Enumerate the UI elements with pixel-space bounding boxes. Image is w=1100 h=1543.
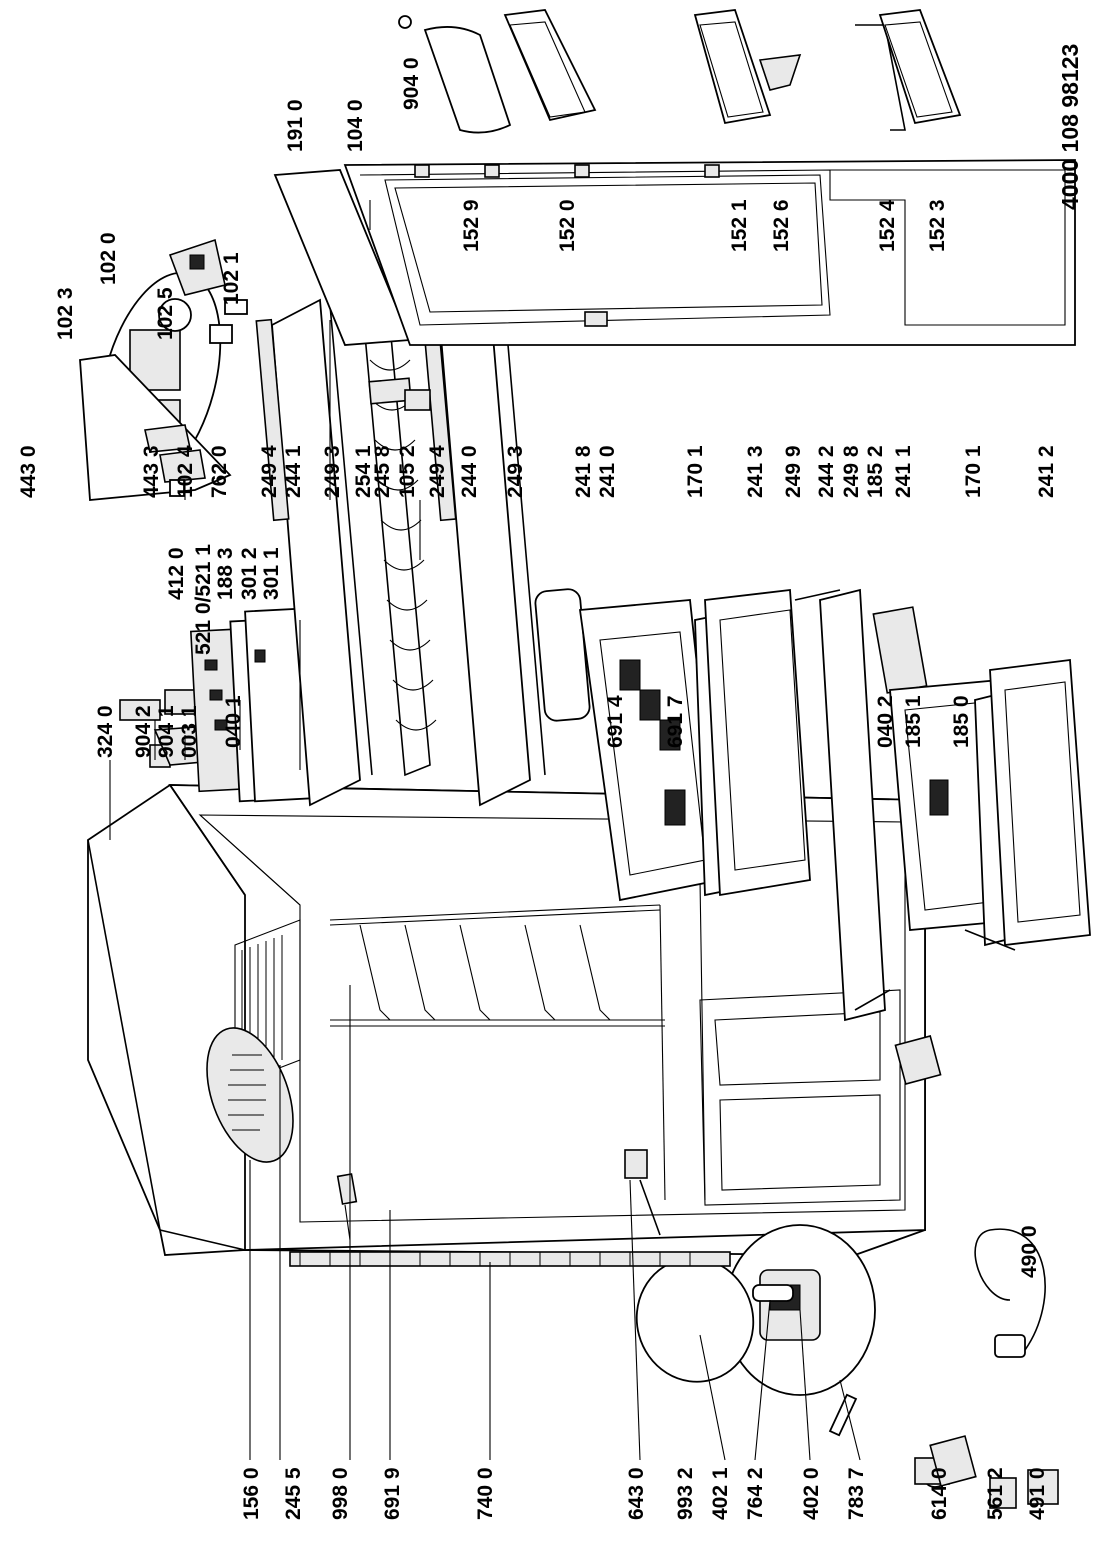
label-691-4: 691 4: [604, 695, 627, 748]
label-156-0: 156 0: [240, 1467, 263, 1520]
label-241-0: 241 0: [596, 445, 619, 498]
label-102-0: 102 0: [97, 232, 120, 285]
label-762-0: 762 0: [208, 445, 231, 498]
label-102-4: 102 4: [174, 445, 197, 498]
label-152-6: 152 6: [770, 199, 793, 252]
label-249-8: 249 8: [840, 445, 863, 498]
label-402-1: 402 1: [709, 1467, 732, 1520]
label-490-0: 490 0: [1018, 1225, 1041, 1278]
label-998-0: 998 0: [329, 1467, 352, 1520]
door-drawing: [79, 9, 1076, 501]
label-783-7: 783 7: [845, 1467, 868, 1520]
label-244-1: 244 1: [282, 445, 305, 498]
label-191-0: 191 0: [284, 99, 307, 152]
label-324-0: 324 0: [94, 705, 117, 758]
label-993-2: 993 2: [674, 1467, 697, 1520]
label-040-1: 040 1: [222, 695, 245, 748]
label-402-0: 402 0: [800, 1467, 823, 1520]
label-249-9: 249 9: [782, 445, 805, 498]
label-643-0: 643 0: [625, 1467, 648, 1520]
label-040-2: 040 2: [874, 695, 897, 748]
label-241-8: 241 8: [572, 445, 595, 498]
label-152-9: 152 9: [460, 199, 483, 252]
label-249-4-lower: 249 4: [426, 445, 449, 498]
label-443-3: 443 3: [140, 445, 163, 498]
label-241-2: 241 2: [1035, 445, 1058, 498]
label-904-0: 904 0: [400, 57, 423, 110]
label-185-2: 185 2: [864, 445, 887, 498]
label-691-7: 691 7: [664, 695, 687, 748]
label-249-3-lower: 249 3: [504, 445, 527, 498]
label-152-4: 152 4: [876, 199, 899, 252]
label-254-1: 254 1: [352, 445, 375, 498]
label-491-0: 491 0: [1026, 1467, 1049, 1520]
label-691-9: 691 9: [381, 1467, 404, 1520]
label-241-1: 241 1: [892, 445, 915, 498]
label-185-1: 185 1: [902, 695, 925, 748]
label-249-3-upper: 249 3: [321, 445, 344, 498]
label-904-2: 904 2: [132, 705, 155, 758]
label-301-2: 301 2: [238, 547, 261, 600]
label-170-1-upper: 170 1: [684, 445, 707, 498]
label-561-2: 561 2: [984, 1467, 1007, 1520]
leader-lines: [109, 200, 861, 1461]
label-241-3: 241 3: [744, 445, 767, 498]
label-244-2: 244 2: [815, 445, 838, 498]
label-102-5: 102 5: [154, 287, 177, 340]
label-152-3: 152 3: [926, 199, 949, 252]
label-740-0: 740 0: [474, 1467, 497, 1520]
label-904-1: 904 1: [155, 705, 178, 758]
drawing-number: 4000 108 98123: [1057, 44, 1083, 210]
label-152-0: 152 0: [556, 199, 579, 252]
label-412-0: 412 0: [165, 547, 188, 600]
label-105-2: 105 2: [396, 445, 419, 498]
label-245-5: 245 5: [282, 1467, 305, 1520]
label-003-1: 003 1: [178, 705, 201, 758]
label-614-0: 614 0: [928, 1467, 951, 1520]
label-249-4-upper: 249 4: [258, 445, 281, 498]
label-152-1: 152 1: [728, 199, 751, 252]
label-245-8: 245 8: [371, 445, 394, 498]
label-521-0-521-1: 521 0/521 1: [192, 544, 215, 655]
label-102-1: 102 1: [220, 252, 243, 305]
label-188-3: 188 3: [214, 547, 237, 600]
label-104-0: 104 0: [344, 99, 367, 152]
label-764-2: 764 2: [744, 1467, 767, 1520]
label-102-3: 102 3: [54, 287, 77, 340]
part-labels: 156 0 245 5 998 0 691 9 740 0 643 0 993 …: [17, 44, 1083, 1520]
label-244-0: 244 0: [458, 445, 481, 498]
label-170-1-lower: 170 1: [962, 445, 985, 498]
cabinet-drawing: [87, 607, 1059, 1509]
label-443-0: 443 0: [17, 445, 40, 498]
label-185-0: 185 0: [950, 695, 973, 748]
label-301-1: 301 1: [260, 547, 283, 600]
